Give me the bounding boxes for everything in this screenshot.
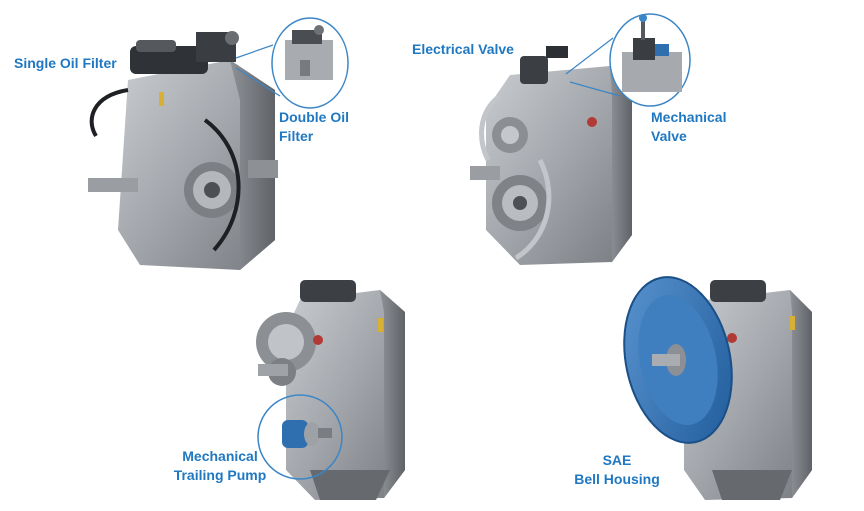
label-double-oil-filter: Double Oil Filter: [279, 108, 349, 146]
label-double-oil-filter-line1: Double Oil: [279, 109, 349, 125]
gearbox-electrical-valve: [470, 46, 632, 265]
label-single-oil-filter-text: Single Oil Filter: [14, 55, 117, 71]
label-mechanical-valve-line2: Valve: [651, 128, 687, 144]
label-mechanical-valve: Mechanical Valve: [651, 108, 726, 146]
gearbox-sae-bell-housing: [623, 276, 812, 500]
label-single-oil-filter: Single Oil Filter: [14, 54, 117, 73]
label-double-oil-filter-line2: Filter: [279, 128, 314, 144]
label-sae-bell-housing-line1: SAE: [602, 452, 632, 468]
gearbox-mechanical-trailing-pump: [256, 280, 405, 500]
label-mechanical-trailing-pump-line2: Trailing Pump: [173, 467, 267, 483]
label-mechanical-trailing-pump: Mechanical Trailing Pump: [164, 447, 276, 485]
mechanical-trailing-pump-callout: [257, 394, 343, 480]
label-mechanical-trailing-pump-line1: Mechanical: [182, 448, 258, 464]
label-sae-bell-housing: SAE Bell Housing: [562, 451, 672, 489]
label-mechanical-valve-line1: Mechanical: [651, 109, 727, 125]
label-electrical-valve-text: Electrical Valve: [412, 41, 514, 57]
gearbox-single-oil-filter: [88, 31, 278, 270]
double-oil-filter-callout: [235, 17, 349, 109]
label-sae-bell-housing-line2: Bell Housing: [574, 471, 660, 487]
label-electrical-valve: Electrical Valve: [412, 40, 514, 59]
mechanical-valve-callout: [565, 13, 691, 107]
